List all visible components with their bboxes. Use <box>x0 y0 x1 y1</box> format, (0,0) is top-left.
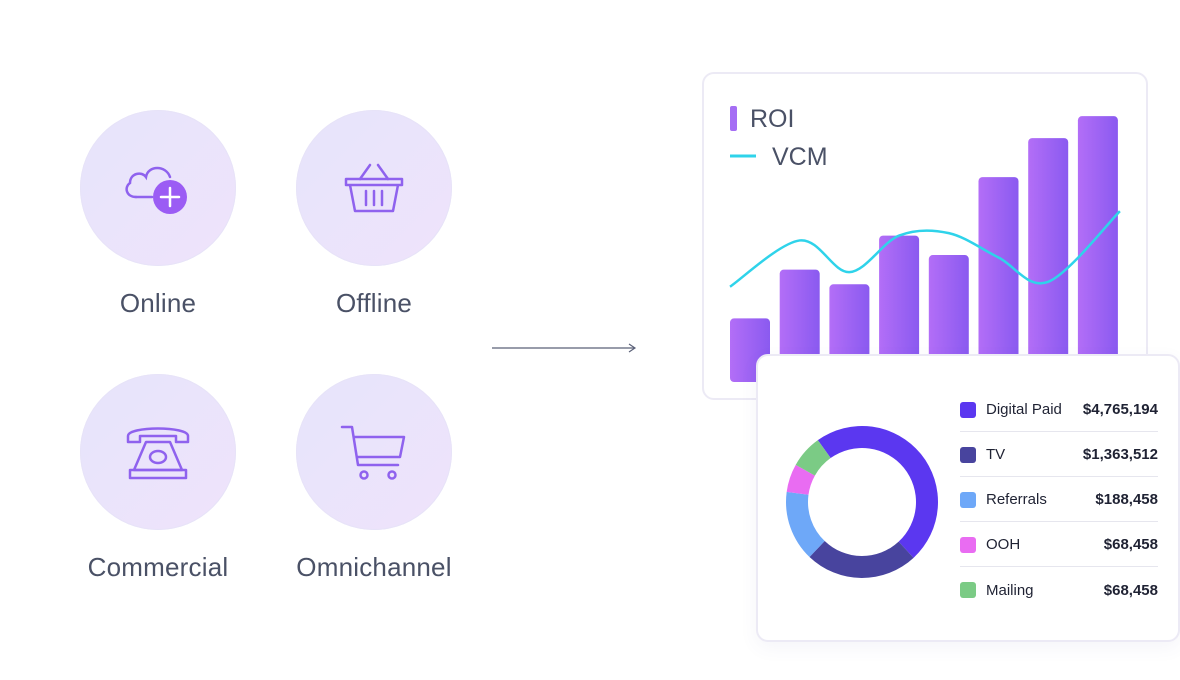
roi-vcm-chart: ROI VCM <box>729 105 1121 382</box>
legend-value: $1,363,512 <box>1082 446 1158 463</box>
legend-label: Referrals <box>986 491 1047 508</box>
channel-omnichannel-label: Omnichannel <box>296 552 452 582</box>
roi-legend-swatch <box>730 106 737 131</box>
channel-offline-circle <box>296 110 452 266</box>
donut-slice-referrals <box>786 491 825 557</box>
legend-row-mailing: Mailing $68,458 <box>960 568 1158 612</box>
roi-vcm-chart-card: ROI VCM <box>702 72 1148 400</box>
legend-row-referrals: Referrals $188,458 <box>960 478 1158 522</box>
roi-bar-6 <box>978 177 1019 382</box>
legend-row-ooh: OOH $68,458 <box>960 523 1158 567</box>
legend-value: $68,458 <box>1103 536 1158 553</box>
arrow-right-icon <box>492 343 637 353</box>
legend-swatch <box>960 401 976 418</box>
legend-value: $4,765,194 <box>1082 401 1158 418</box>
legend-row-digital-paid: Digital Paid $4,765,194 <box>960 388 1158 432</box>
roi-bar-5 <box>928 255 969 382</box>
basket-icon <box>344 163 404 213</box>
channel-omnichannel[interactable]: Omnichannel <box>274 374 474 583</box>
legend-value: $68,458 <box>1103 581 1158 599</box>
channel-commercial[interactable]: Commercial <box>58 374 258 583</box>
legend-swatch <box>960 491 976 508</box>
channel-offline[interactable]: Offline <box>274 110 474 319</box>
legend-label: Digital Paid <box>986 401 1062 418</box>
legend-label: Mailing <box>986 581 1034 599</box>
cloud-add-icon <box>125 166 187 214</box>
donut-slice-ooh <box>786 464 815 495</box>
channel-online-circle <box>80 110 236 266</box>
shopping-cart-icon <box>340 425 406 480</box>
roi-bar-8 <box>1077 116 1118 382</box>
channel-online[interactable]: Online <box>58 110 258 319</box>
legend-swatch <box>960 446 976 463</box>
donut-chart <box>786 426 938 578</box>
legend-value: $188,458 <box>1095 491 1158 508</box>
roi-bar-4 <box>879 235 920 382</box>
channel-online-label: Online <box>119 288 197 318</box>
legend-row-tv: TV $1,363,512 <box>960 433 1158 477</box>
vcm-line <box>729 210 1121 288</box>
roi-legend-label: ROI <box>750 105 794 133</box>
donut-slice-digital-paid <box>817 426 938 558</box>
roi-bar-7 <box>1028 138 1069 382</box>
legend-swatch <box>960 536 976 553</box>
donut-slice-tv <box>809 541 914 578</box>
legend-label: OOH <box>986 536 1021 553</box>
legend-swatch <box>960 582 976 598</box>
donut-slice-mailing <box>795 440 831 476</box>
channel-commercial-label: Commercial <box>87 552 229 582</box>
channel-omnichannel-circle <box>296 374 452 530</box>
telephone-icon <box>126 427 190 480</box>
channel-offline-label: Offline <box>335 288 413 318</box>
roi-bar-2 <box>779 269 820 382</box>
legend-label: TV <box>986 446 1006 463</box>
channel-commercial-circle <box>80 374 236 530</box>
vcm-legend-label: VCM <box>772 143 828 171</box>
